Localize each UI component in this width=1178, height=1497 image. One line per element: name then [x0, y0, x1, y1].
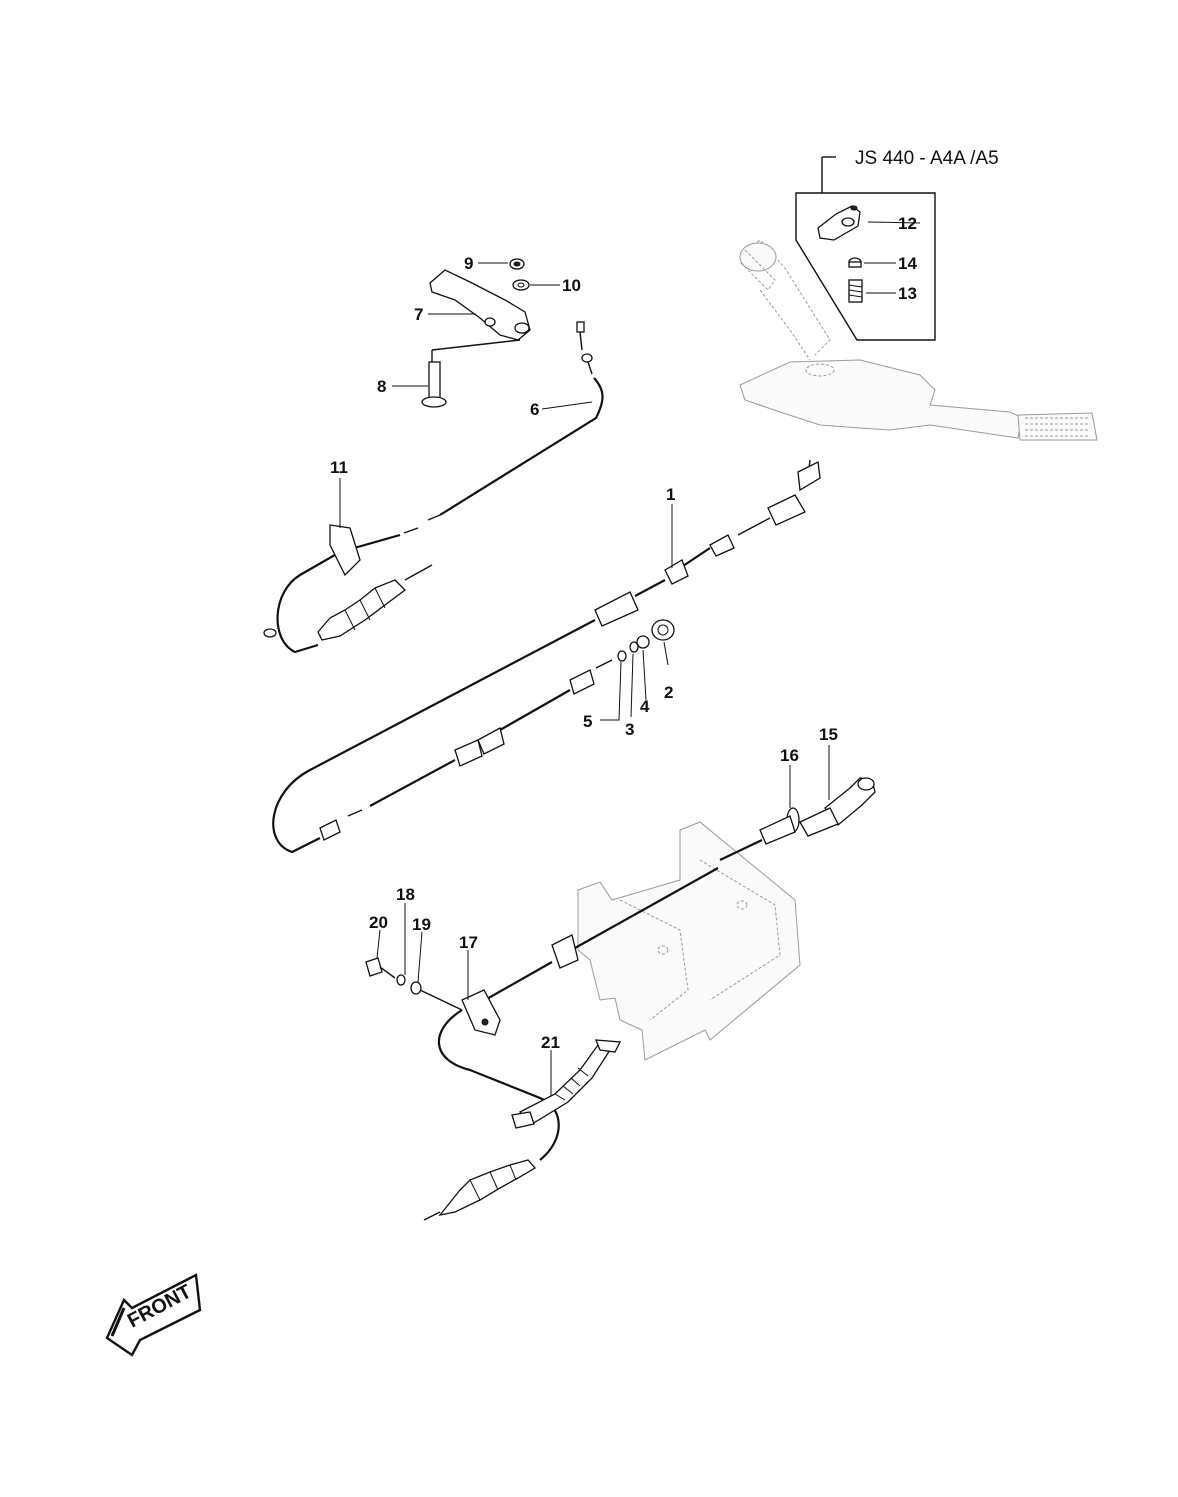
part-14-washer [848, 257, 862, 268]
part-4-lockwasher [636, 635, 650, 649]
handlebar-ghost [739, 239, 1098, 441]
part-11-cable [263, 524, 433, 654]
part-8-pin [421, 361, 447, 408]
callout-6: 6 [530, 400, 539, 419]
callout-15: 15 [819, 725, 838, 744]
lower-cable [423, 1009, 560, 1221]
part-17-clamp [461, 989, 501, 1036]
callout-16: 16 [780, 746, 799, 765]
part-1-inner-run [347, 659, 613, 817]
part-19-washer [410, 981, 422, 995]
callout-17: 17 [459, 933, 478, 952]
leader-lines [339, 221, 921, 1096]
variant-header: JS 440 - A4A /A5 [855, 148, 999, 169]
choke-cable [484, 839, 763, 1001]
callout-13: 13 [898, 284, 917, 303]
callout-11: 11 [330, 458, 348, 477]
callout-14: 14 [898, 254, 917, 273]
callout-1: 1 [666, 485, 675, 504]
callout-3: 3 [625, 720, 634, 739]
part-16-nut [759, 807, 800, 845]
mount-ghost [577, 821, 801, 1061]
callout-labels: 1 2 3 4 5 6 7 8 9 10 11 12 13 14 15 16 1… [330, 214, 917, 1052]
callout-8: 8 [377, 377, 386, 396]
part-2-nut [651, 619, 675, 641]
variant-box: JS 440 - A4A /A5 [795, 148, 999, 341]
front-arrow: FRONT [105, 1273, 202, 1357]
part-6-cable [427, 321, 604, 521]
callout-4: 4 [640, 697, 650, 716]
part-15-knob [799, 777, 876, 837]
part-5-ring [617, 650, 627, 662]
callout-18: 18 [396, 885, 415, 904]
part-10-washer [512, 279, 530, 291]
callout-2: 2 [664, 683, 673, 702]
part-3-washer [629, 641, 639, 653]
callout-19: 19 [412, 915, 431, 934]
part-18-washer [396, 974, 406, 986]
callout-7: 7 [414, 305, 423, 324]
callout-10: 10 [562, 276, 581, 295]
part-13-bolt [848, 279, 863, 303]
part-12-cam [817, 205, 861, 241]
part-1-cable [272, 459, 821, 854]
part-9-clip [509, 258, 525, 270]
part-20-screw [365, 957, 396, 979]
callout-5: 5 [583, 712, 592, 731]
callout-12: 12 [898, 214, 917, 233]
callout-21: 21 [541, 1033, 560, 1052]
part-7-lever [429, 269, 531, 370]
callout-20: 20 [369, 913, 388, 932]
callout-9: 9 [464, 254, 473, 273]
part-21-strap [511, 1039, 622, 1129]
